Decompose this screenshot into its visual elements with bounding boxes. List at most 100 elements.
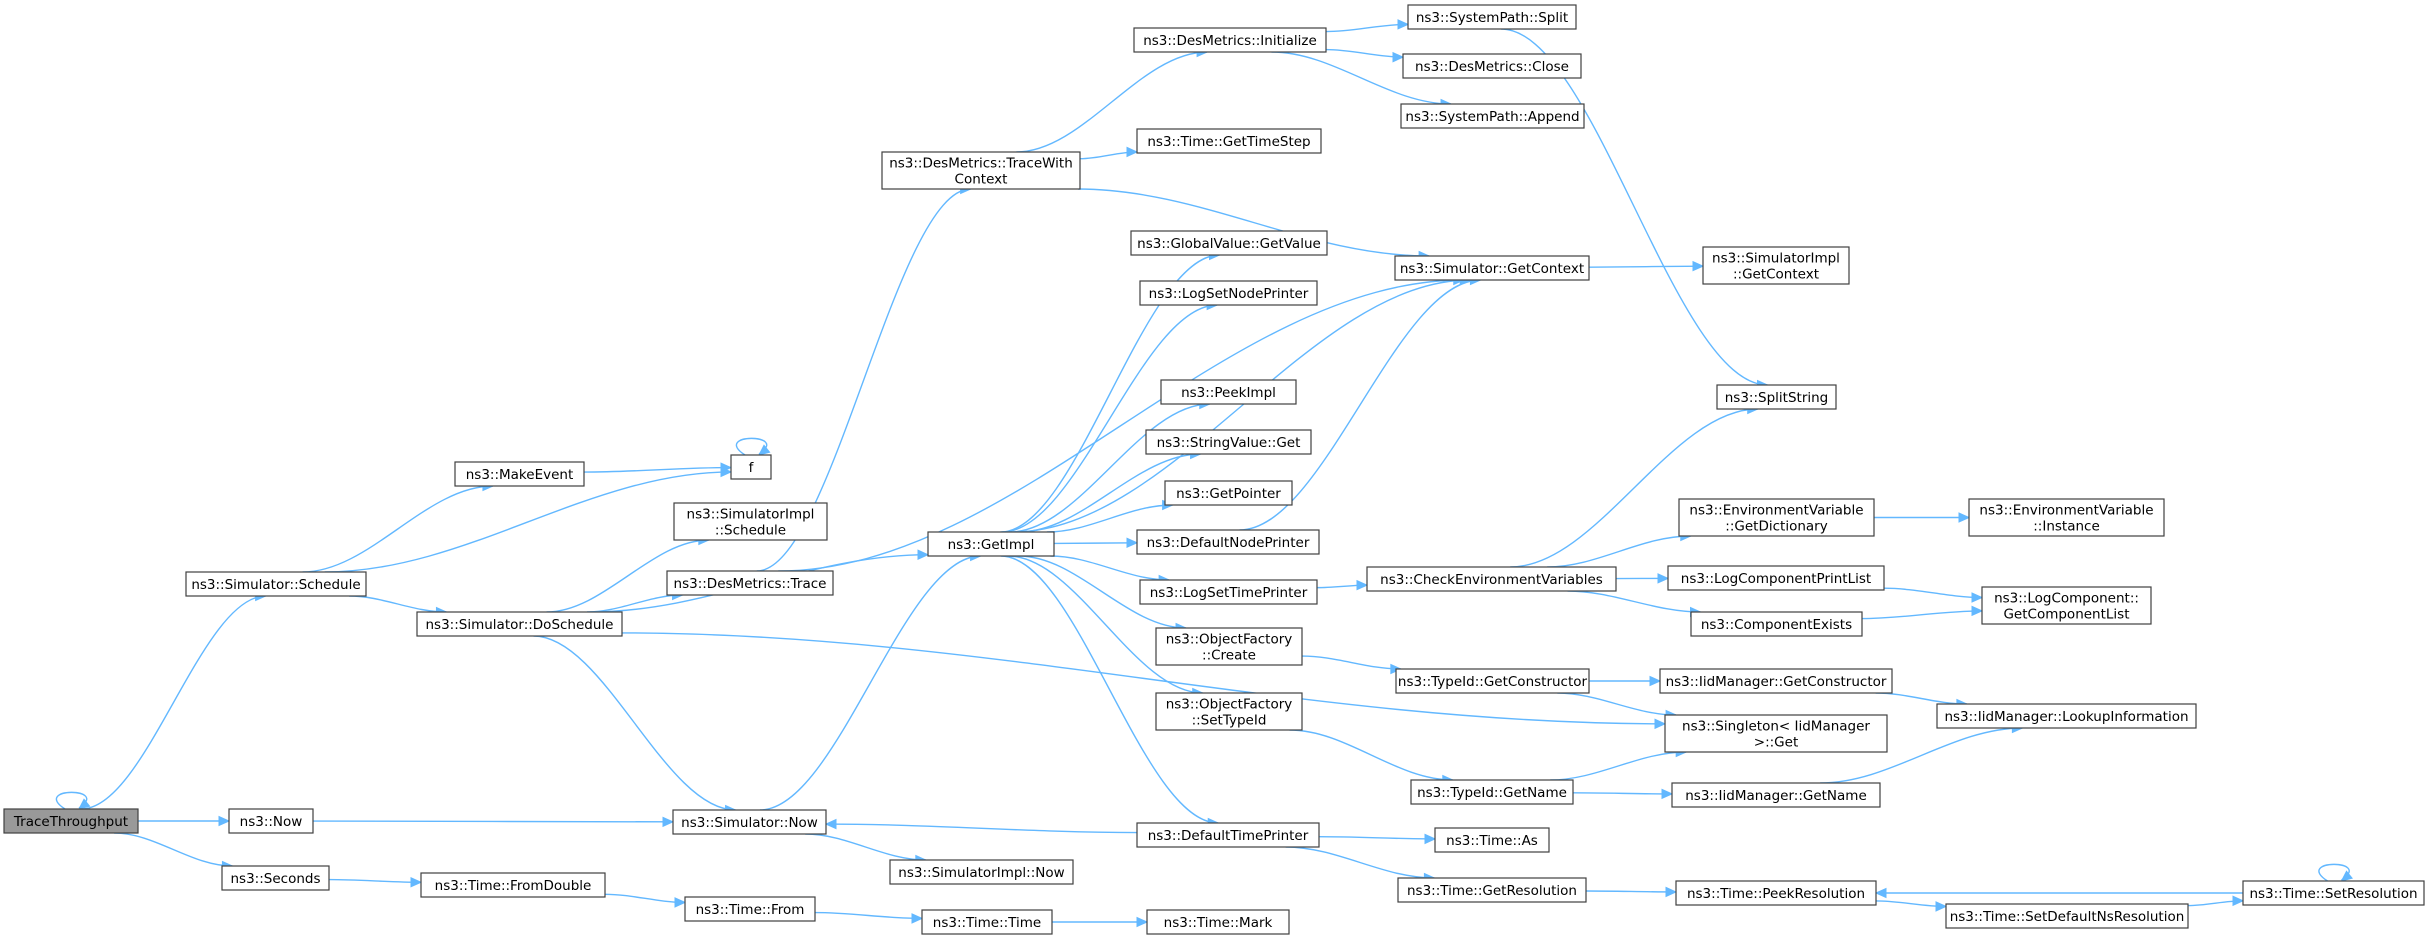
node-trace[interactable]: TraceThroughput: [3, 808, 139, 834]
node-now[interactable]: ns3::Now: [228, 808, 314, 834]
edge-arrowhead: [1392, 51, 1405, 63]
edge-time_fromdouble-to-time_from: [604, 893, 687, 908]
edge-arrowhead: [1971, 605, 1984, 617]
node-checkenv[interactable]: ns3::CheckEnvironmentVariables: [1366, 566, 1617, 592]
edge-sim_getcontext-to-simimpl_getcontext: [1588, 260, 1705, 272]
node-typeid_getname[interactable]: ns3::TypeId::GetName: [1410, 779, 1574, 805]
edge-line: [805, 833, 926, 861]
node-label: ns3::ComponentExists: [1701, 617, 1852, 633]
node-peekimpl[interactable]: ns3::PeekImpl: [1160, 379, 1297, 405]
edge-time_time-to-time_mark: [1052, 916, 1149, 928]
edge-desmetrics_tracewith-to-time_gettimestep: [1079, 146, 1139, 160]
node-globalvalue_get[interactable]: ns3::GlobalValue::GetValue: [1130, 230, 1328, 256]
node-box: [881, 151, 1081, 190]
edge-line: [1012, 279, 1471, 533]
node-label: ns3::IidManager::GetName: [1685, 788, 1867, 804]
node-singleton_get[interactable]: ns3::Singleton< IidManager>::Get: [1664, 714, 1888, 753]
node-logcomponentprintlist[interactable]: ns3::LogComponentPrintList: [1667, 565, 1885, 591]
edge-arrowhead: [2340, 870, 2353, 882]
node-time_from[interactable]: ns3::Time::From: [684, 896, 816, 922]
node-simimpl_now[interactable]: ns3::SimulatorImpl::Now: [889, 859, 1074, 885]
edge-line: [1875, 692, 1967, 705]
node-stringvalue_get[interactable]: ns3::StringValue::Get: [1145, 429, 1312, 455]
node-label: ns3::LogSetTimePrinter: [1150, 585, 1308, 601]
node-getimpl[interactable]: ns3::GetImpl: [927, 531, 1055, 557]
edge-time_getresolution-to-time_peekresolution: [1585, 886, 1678, 898]
node-label: ns3::StringValue::Get: [1157, 435, 1301, 451]
node-sim_now[interactable]: ns3::Simulator::Now: [672, 809, 827, 835]
node-box: [1146, 909, 1290, 935]
node-iidmanager_getname[interactable]: ns3::IidManager::GetName: [1671, 782, 1881, 808]
node-objfactory_create[interactable]: ns3::ObjectFactory::Create: [1155, 627, 1303, 666]
node-componentexists[interactable]: ns3::ComponentExists: [1690, 611, 1863, 637]
edge-checkenv-to-componentexists: [1567, 590, 1702, 618]
node-envvar_instance[interactable]: ns3::EnvironmentVariable::Instance: [1968, 498, 2165, 537]
node-time_getresolution[interactable]: ns3::Time::GetResolution: [1397, 877, 1587, 903]
node-logsetnodeprinter[interactable]: ns3::LogSetNodePrinter: [1139, 280, 1318, 306]
node-label: ns3::DesMetrics::Initialize: [1143, 33, 1317, 49]
node-time_gettimestep[interactable]: ns3::Time::GetTimeStep: [1136, 128, 1322, 154]
node-label: ns3::SimulatorImpl: [1712, 251, 1840, 267]
edge-arrowhead: [1136, 916, 1149, 928]
node-iidmanager_getconstructor[interactable]: ns3::IidManager::GetConstructor: [1659, 668, 1893, 694]
node-envvar_getdict[interactable]: ns3::EnvironmentVariable::GetDictionary: [1678, 498, 1875, 537]
node-simimpl_schedule[interactable]: ns3::SimulatorImpl::Schedule: [673, 502, 828, 541]
edge-desmetrics_init-to-desmetrics_close: [1325, 48, 1405, 63]
node-time_time[interactable]: ns3::Time::Time: [921, 909, 1053, 935]
node-box: [1671, 782, 1881, 808]
node-time_as[interactable]: ns3::Time::As: [1434, 827, 1550, 853]
node-box: [3, 808, 139, 834]
node-simimpl_getcontext[interactable]: ns3::SimulatorImpl::GetContext: [1702, 246, 1850, 285]
edge-time_setresolution-to-time_peekresolution: [1874, 887, 2243, 899]
node-seconds[interactable]: ns3::Seconds: [221, 865, 330, 891]
edge-line: [1018, 453, 1201, 533]
node-logcomponent_getlist[interactable]: ns3::LogComponent::GetComponentList: [1981, 586, 2152, 625]
node-logsettimeprinter[interactable]: ns3::LogSetTimePrinter: [1139, 579, 1318, 605]
edge-line: [1572, 792, 1673, 795]
node-label: ns3::Seconds: [231, 871, 321, 887]
node-sim_schedule[interactable]: ns3::Simulator::Schedule: [185, 571, 367, 597]
node-box: [420, 872, 606, 898]
node-systempath_append[interactable]: ns3::SystemPath::Append: [1400, 103, 1585, 129]
node-label: ns3::Time::FromDouble: [435, 878, 592, 894]
node-time_peekresolution[interactable]: ns3::Time::PeekResolution: [1675, 880, 1877, 906]
node-doschedule[interactable]: ns3::Simulator::DoSchedule: [416, 611, 623, 637]
node-makeevent[interactable]: ns3::MakeEvent: [454, 461, 585, 487]
node-objfactory_settypeid[interactable]: ns3::ObjectFactory::SetTypeId: [1155, 692, 1303, 731]
node-label: ns3::Simulator::Schedule: [191, 577, 360, 593]
edge-line: [1588, 265, 1704, 268]
node-label: ns3::LogComponentPrintList: [1681, 571, 1871, 587]
node-box: [1130, 230, 1328, 256]
node-f[interactable]: f: [730, 454, 772, 480]
node-desmetrics_close[interactable]: ns3::DesMetrics::Close: [1402, 53, 1582, 79]
node-time_setresolution[interactable]: ns3::Time::SetResolution: [2242, 880, 2425, 906]
node-label: ns3::SimulatorImpl: [687, 507, 815, 523]
edge-checkenv-to-envvar_getdict: [1547, 530, 1692, 568]
edge-arrowhead: [2232, 895, 2245, 907]
node-desmetrics_init[interactable]: ns3::DesMetrics::Initialize: [1133, 27, 1327, 53]
node-systempath_split[interactable]: ns3::SystemPath::Split: [1407, 4, 1577, 30]
edge-doschedule-to-singleton_get: [621, 632, 1667, 730]
node-label: ns3::DesMetrics::TraceWith: [889, 156, 1073, 172]
node-box: [1968, 498, 2165, 537]
node-iidmanager_lookup[interactable]: ns3::IidManager::LookupInformation: [1936, 703, 2197, 729]
edge-line: [1318, 836, 1436, 840]
node-defaultnodeprinter[interactable]: ns3::DefaultNodePrinter: [1136, 529, 1320, 555]
node-getpointer[interactable]: ns3::GetPointer: [1164, 480, 1293, 506]
edge-arrowhead: [78, 798, 91, 810]
node-sim_getcontext[interactable]: ns3::Simulator::GetContext: [1394, 255, 1590, 281]
node-defaulttimeprinter[interactable]: ns3::DefaultTimePrinter: [1136, 822, 1320, 848]
node-label: ns3::Singleton< IidManager: [1682, 719, 1870, 735]
node-typeid_getconstructor[interactable]: ns3::TypeId::GetConstructor: [1395, 668, 1590, 694]
node-time_setdefaultns[interactable]: ns3::Time::SetDefaultNsResolution: [1945, 903, 2189, 929]
node-box: [185, 571, 367, 597]
node-desmetrics_trace[interactable]: ns3::DesMetrics::Trace: [666, 570, 834, 596]
node-splitstring[interactable]: ns3::SplitString: [1716, 384, 1837, 410]
node-label: ns3::Simulator::DoSchedule: [426, 617, 614, 633]
node-label: ns3::Time::Mark: [1164, 915, 1273, 931]
node-time_mark[interactable]: ns3::Time::Mark: [1146, 909, 1290, 935]
node-time_fromdouble[interactable]: ns3::Time::FromDouble: [420, 872, 606, 898]
node-label: ::Create: [1202, 648, 1256, 664]
node-label: ns3::Now: [240, 814, 303, 830]
